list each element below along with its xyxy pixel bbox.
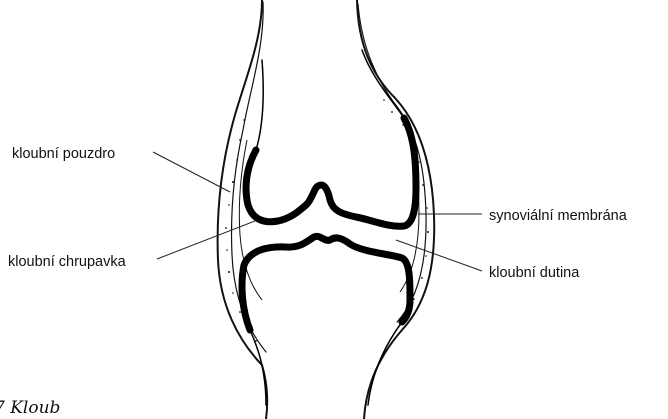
tibia-cartilage <box>242 236 410 405</box>
label-kloubni-pouzdro: kloubní pouzdro <box>12 146 115 162</box>
femur-cartilage <box>246 50 416 226</box>
synovial-membrane <box>239 125 419 300</box>
leader-capsule <box>153 152 230 192</box>
label-kloubni-chrupavka: kloubní chrupavka <box>8 254 127 270</box>
label-kloubni-dutina: kloubní dutina <box>489 265 580 281</box>
figure-caption: 7 Kloub <box>0 398 60 418</box>
label-synovialni-membrana: synoviální membrána <box>489 208 628 224</box>
